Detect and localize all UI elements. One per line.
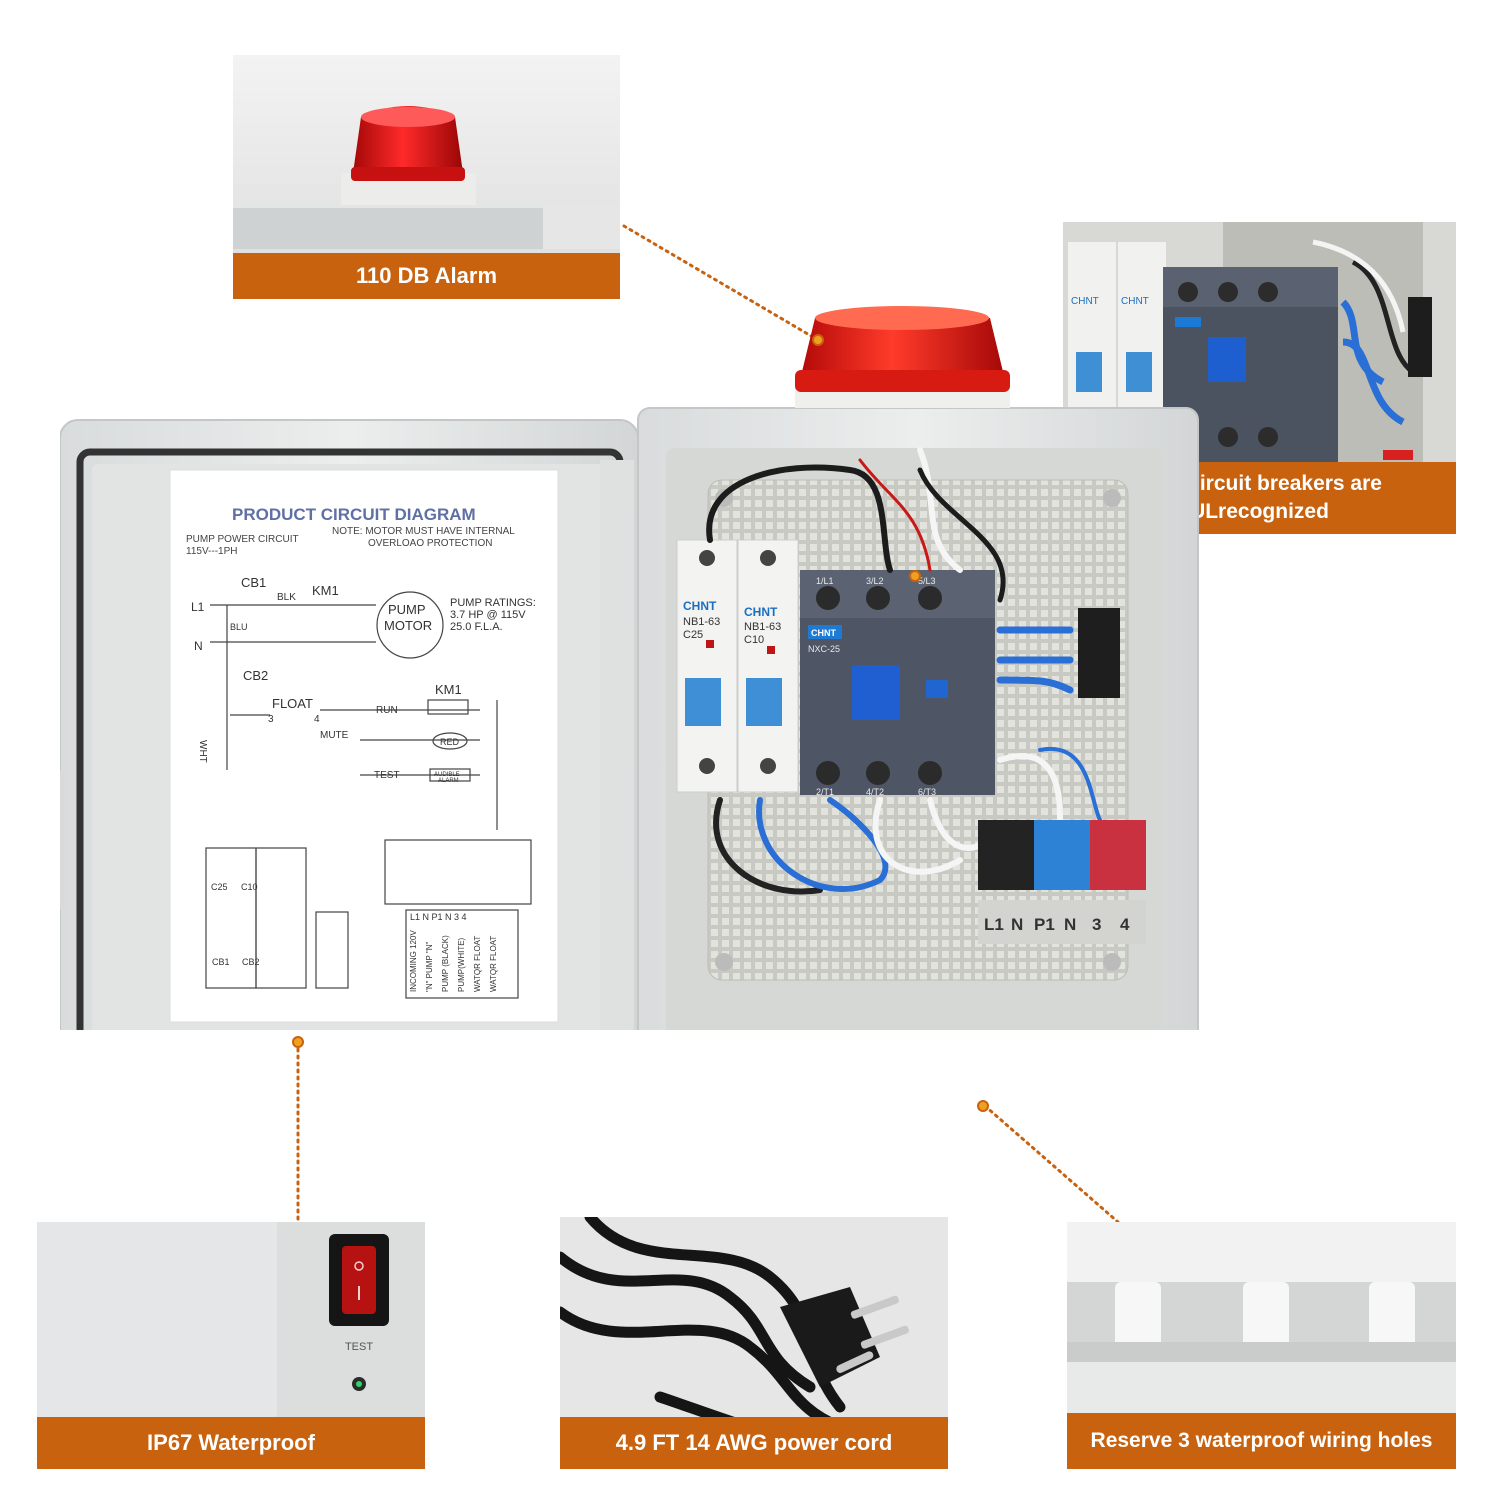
holes-closeup-photo: Reserve 3 waterproof wiring holes [1067,1222,1456,1469]
diagram-col-5: WATQR FLOAT [473,936,482,992]
diagram-blu: BLU [230,622,248,632]
contactor-bot-3: 6/T3 [918,787,936,797]
circuit-diagram: PRODUCT CIRCUIT DIAGRAM PUMP POWER CIRCU… [186,505,536,999]
diagram-col-4: PUMP(WHITE) [457,937,466,992]
diagram-c25: C25 [211,882,228,892]
switch-test-label: TEST [345,1341,373,1353]
contactor-top-2: 3/L2 [866,576,884,586]
diagram-km1: KM1 [312,583,339,598]
diagram-km1-coil: KM1 [435,682,462,697]
terminal-4: 4 [1120,915,1130,934]
terminal-n2: N [1064,915,1076,934]
cord-caption: 4.9 FT 14 AWG power cord [560,1417,948,1469]
diagram-col-6: WATQR FLOAT [489,936,498,992]
diagram-col-1: INCOMING 120V [409,930,418,992]
diagram-audible-1: AUDIBLE [434,772,460,778]
diagram-note-2: OVERLOAO PROTECTION [368,538,492,549]
diagram-cb2-box: CB2 [242,957,260,967]
diagram-subtitle-2: 115V---1PH [186,546,238,557]
terminal-l1: L1 [984,915,1004,934]
alarm-callout-dot [812,334,824,346]
diagram-note-1: NOTE: MOTOR MUST HAVE INTERNAL [332,526,515,537]
diagram-pump: PUMP [388,602,426,617]
diagram-red: RED [440,737,460,747]
holes-caption: Reserve 3 waterproof wiring holes [1067,1413,1456,1469]
diagram-ratings-2: 3.7 HP @ 115V [450,609,526,621]
diagram-ratings-1: PUMP RATINGS: [450,597,536,609]
contactor-top-1: 1/L1 [816,576,834,586]
contactor-bot-1: 2/T1 [816,787,834,797]
diagram-cb2: CB2 [243,668,268,683]
diagram-c10: C10 [241,882,258,892]
terminal-n: N [1011,915,1023,934]
diagram-title: PRODUCT CIRCUIT DIAGRAM [232,505,476,524]
diagram-cb1: CB1 [241,575,266,590]
diagram-wht: WHT [197,740,208,763]
switch-closeup-photo: TEST IP67 Waterproof [37,1222,425,1469]
diagram-n: N [194,639,203,653]
breaker-1-brand: CHNT [683,599,717,613]
diagram-t4: 4 [314,714,320,725]
contactor-model: NXC-25 [808,644,840,654]
breaker-2-brand: CHNT [744,605,778,619]
ul-brand-1: CHNT [1071,296,1099,307]
diagram-t3: 3 [268,714,274,725]
diagram-blk: BLK [277,592,296,603]
terminal-p1: P1 [1034,915,1055,934]
alarm-caption: 110 DB Alarm [233,253,620,299]
circuit-diagram-sheet [169,469,559,1023]
breaker-2-rating: C10 [744,634,764,646]
diagram-l1: L1 [191,600,205,614]
terminal-3: 3 [1092,915,1101,934]
diagram-motor: MOTOR [384,618,432,633]
contactor-bot-2: 4/T2 [866,787,884,797]
diagram-subtitle-1: PUMP POWER CIRCUIT [186,534,299,545]
diagram-run: RUN [376,705,398,716]
waterproof-caption: IP67 Waterproof [37,1417,425,1469]
diagram-cb1-box: CB1 [212,957,230,967]
diagram-test: TEST [374,770,400,781]
waterproof-callout-dot [292,1036,304,1048]
diagram-ratings-3: 25.0 F.L.A. [450,621,503,633]
cord-closeup-photo: 4.9 FT 14 AWG power cord [560,1217,948,1469]
ul-callout-dot [909,570,921,582]
diagram-audible-2: ALARM [438,778,459,784]
breaker-1-model: NB1-63 [683,616,720,628]
diagram-col-2: "N" PUMP "N" [425,942,434,992]
breaker-1-rating: C25 [683,629,703,641]
holes-callout-dot [977,1100,989,1112]
alarm-closeup-photo: 110 DB Alarm [233,55,620,299]
diagram-col-3: PUMP (BLACK) [441,935,450,992]
contactor-top-3: 5/L3 [918,576,936,586]
ul-brand-2: CHNT [1121,296,1149,307]
contactor-brand: CHNT [811,628,836,638]
diagram-terminal-header: L1 N P1 N 3 4 [410,912,467,922]
main-product-photo: CHNT CHNT NB1-63 C25 NB1-63 C10 1/L1 3/L… [60,306,1199,1030]
diagram-float: FLOAT [272,696,313,711]
breaker-2-model: NB1-63 [744,621,781,633]
diagram-mute: MUTE [320,730,349,741]
